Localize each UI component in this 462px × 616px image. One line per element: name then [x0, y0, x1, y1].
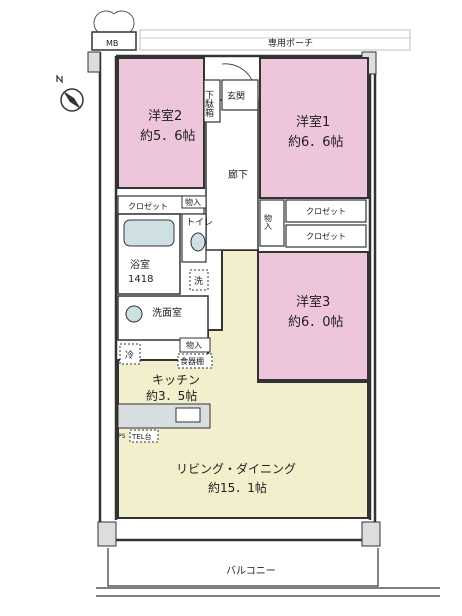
- dish-shelf: [177, 353, 213, 369]
- kitchen-sink: [175, 407, 201, 423]
- tel-label: TEL台: [131, 432, 152, 441]
- balcony-label: バルコニー: [226, 565, 276, 577]
- column: [87, 51, 101, 73]
- monoire-kitchen: [179, 337, 211, 353]
- porch-label: 専用ポーチ: [268, 37, 313, 49]
- mb-label: MB: [106, 39, 118, 48]
- closet-left-label: クロゼット: [128, 201, 168, 211]
- ps-label: PS: [118, 433, 126, 440]
- wash-machine: [189, 269, 209, 291]
- kitchen-size: 約3．5帖: [146, 388, 197, 403]
- entrance: [221, 79, 259, 111]
- ldk-name: リビング・ダイニング: [176, 461, 296, 476]
- mb-box: [91, 10, 137, 51]
- entrance-label: 玄関: [227, 90, 245, 102]
- column: [97, 521, 117, 547]
- bath-label: 浴室: [130, 258, 150, 271]
- western2-name: 洋室2: [148, 108, 182, 124]
- column: [361, 521, 381, 547]
- shoe-box: [203, 79, 221, 123]
- hallway: [205, 99, 259, 251]
- fridge-label: 冷: [125, 349, 134, 361]
- room-western2: [117, 57, 205, 189]
- porch-band: [139, 29, 411, 51]
- bathtub: [123, 219, 175, 247]
- monoire-left: [181, 195, 207, 209]
- balcony: [96, 548, 440, 597]
- fridge: [119, 343, 141, 365]
- western3-size: 約6．0帖: [288, 315, 344, 330]
- room-western1: [259, 57, 369, 199]
- closet-right-bottom: [285, 224, 367, 248]
- western1-size: 約6．6帖: [288, 135, 344, 150]
- washroom-label: 洗面室: [152, 306, 182, 319]
- bath-size: 1418: [128, 274, 153, 285]
- wash-machine-label: 洗: [194, 275, 203, 287]
- toilet-icon: [190, 232, 206, 252]
- dish-shelf-label: 食器棚: [180, 356, 204, 366]
- western1-name: 洋室1: [296, 114, 330, 130]
- tel-stand: [129, 429, 159, 443]
- closet-right-bottom-label: クロゼット: [306, 231, 346, 241]
- monoire-left-label: 物入: [185, 197, 201, 207]
- north-compass-icon: [56, 74, 84, 112]
- sink-icon: [125, 305, 143, 323]
- room-western3: [257, 251, 369, 381]
- monoire-kitchen-label: 物入: [186, 340, 202, 350]
- hallway-label: 廊下: [228, 168, 248, 181]
- monoire-right-label: 物入: [264, 213, 273, 230]
- western3-name: 洋室3: [296, 294, 330, 310]
- ldk-size: 約15．1帖: [208, 480, 267, 495]
- entrance-door: [221, 63, 253, 81]
- closet-right-top-label: クロゼット: [306, 206, 346, 216]
- shoe-box-label: 下駄箱: [203, 90, 214, 118]
- monoire-right: [259, 199, 285, 247]
- toilet-label: トイレ: [186, 218, 213, 228]
- closet-right-top: [285, 199, 367, 223]
- western2-size: 約5．6帖: [140, 129, 196, 144]
- kitchen-name: キッチン: [152, 373, 200, 387]
